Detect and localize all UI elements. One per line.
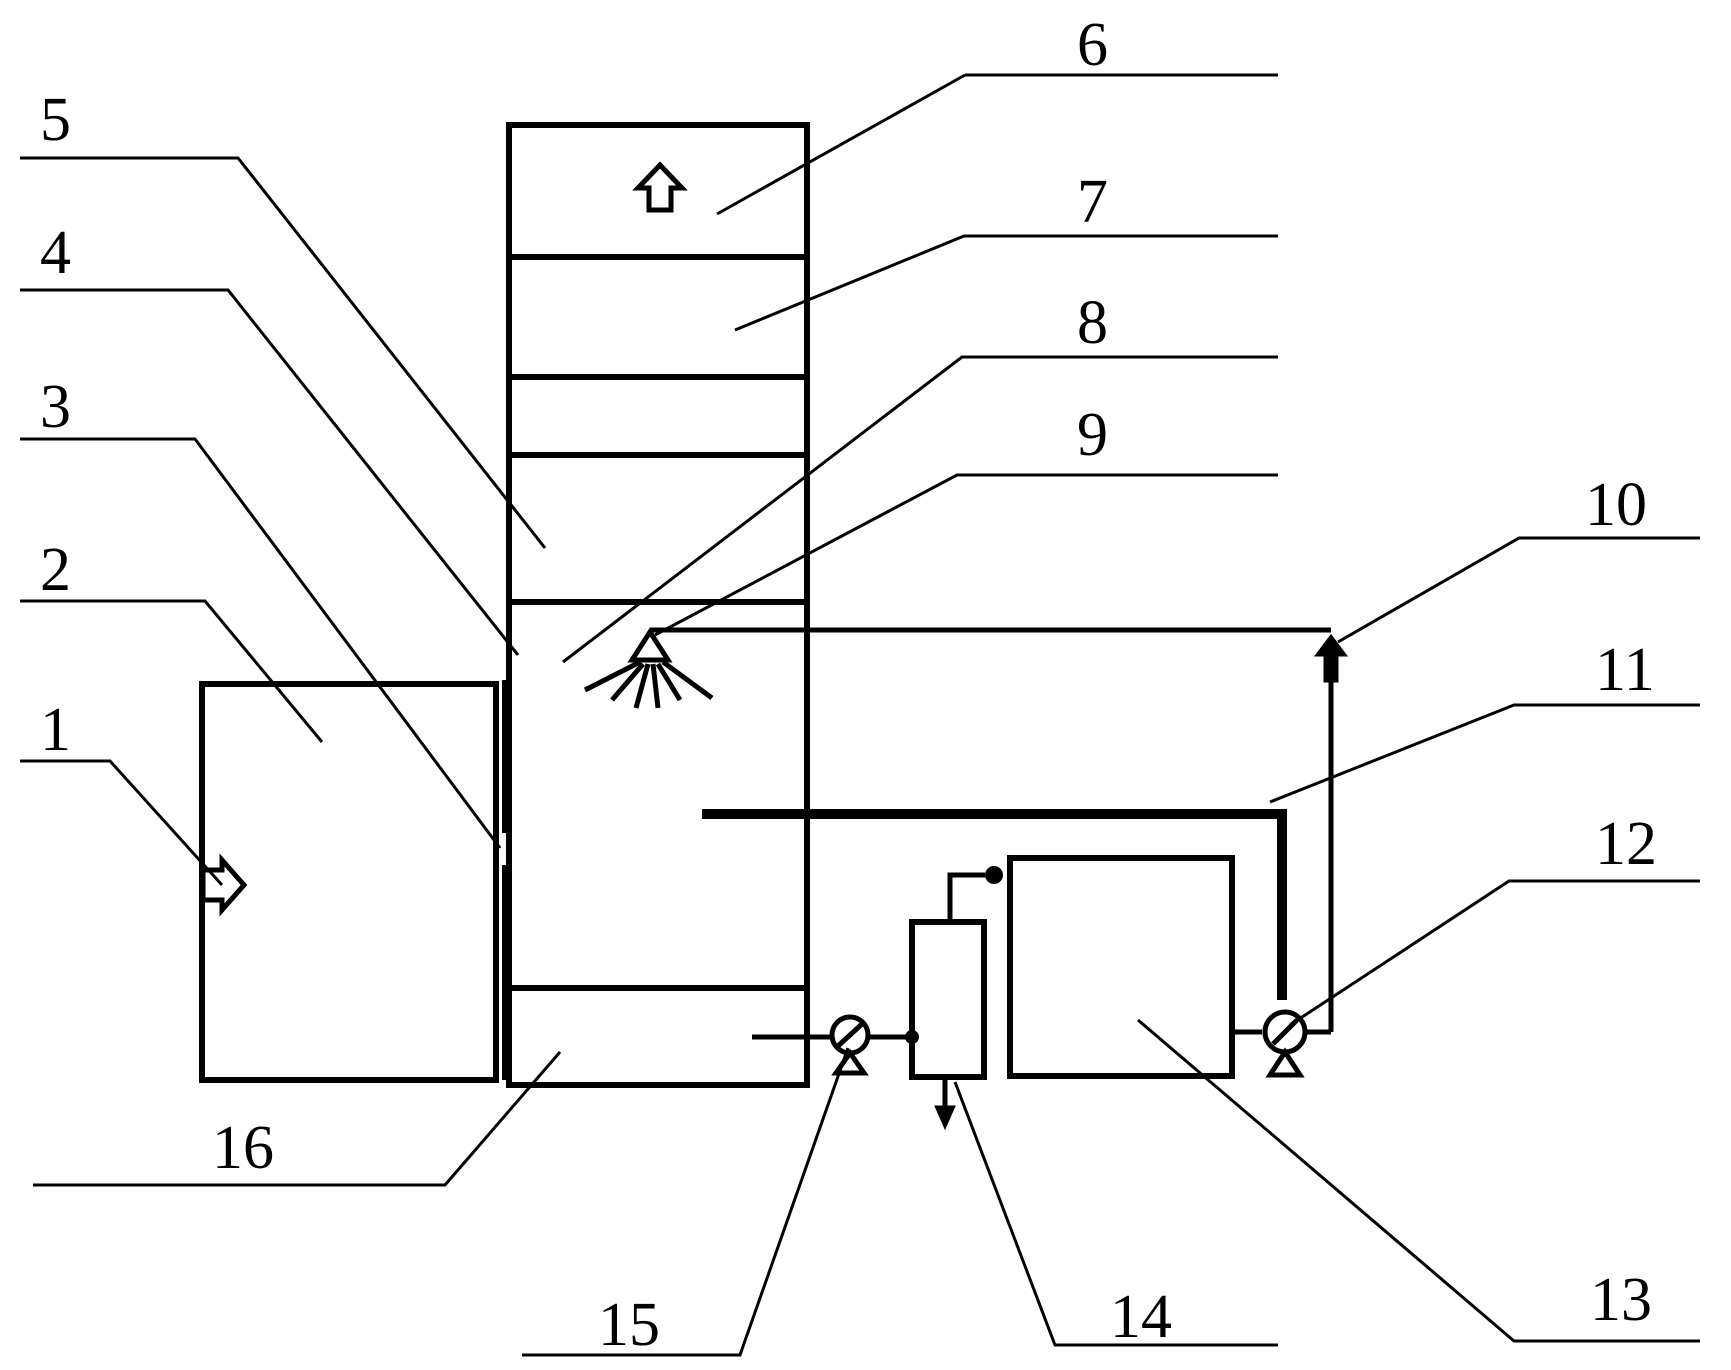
leader-2 — [20, 599, 324, 743]
label-1: 1 — [40, 696, 71, 764]
label-7: 7 — [1077, 168, 1108, 236]
label-14: 14 — [1110, 1283, 1172, 1351]
overflow-valve-icon — [985, 866, 1003, 884]
leader-4 — [20, 288, 520, 656]
leader-12 — [1289, 879, 1700, 1027]
leader-6-diag — [716, 73, 966, 216]
left-chamber — [199, 681, 499, 1083]
leader-9 — [654, 473, 1278, 637]
leader-13 — [1137, 1018, 1700, 1343]
separator-drain-arrow-icon — [934, 1080, 956, 1131]
label-15: 15 — [598, 1291, 660, 1359]
outlet-up-arrow-icon — [632, 161, 688, 213]
separator-overflow-pipe — [947, 872, 985, 922]
label-9: 9 — [1077, 401, 1108, 469]
label-10: 10 — [1585, 471, 1647, 539]
storage-tank — [1007, 855, 1235, 1079]
leader-7 — [734, 234, 1278, 332]
leader-1 — [20, 759, 224, 887]
label-11: 11 — [1595, 636, 1655, 704]
leader-16 — [33, 1051, 562, 1187]
label-6: 6 — [1077, 11, 1108, 79]
inlet-arrow-icon — [200, 853, 248, 917]
separator-vessel — [909, 919, 987, 1080]
leader-8 — [562, 355, 1278, 664]
label-5: 5 — [40, 86, 71, 154]
transfer-pump-icon — [752, 1014, 919, 1076]
label-4: 4 — [40, 219, 71, 287]
label-8: 8 — [1077, 289, 1108, 357]
leader-10 — [1337, 536, 1700, 644]
label-16: 16 — [212, 1114, 274, 1182]
leader-5 — [20, 156, 547, 549]
label-3: 3 — [40, 373, 71, 441]
leader-11 — [1269, 703, 1700, 804]
spray-up-arrow-icon — [1314, 633, 1348, 683]
label-2: 2 — [40, 536, 71, 604]
leader-lines — [20, 73, 1700, 1357]
leader-15 — [522, 1047, 850, 1357]
label-13: 13 — [1590, 1266, 1652, 1334]
label-12: 12 — [1595, 810, 1657, 878]
spray-nozzle-icon — [583, 627, 714, 709]
leader-3 — [20, 437, 502, 849]
leader-14 — [953, 1081, 1278, 1347]
